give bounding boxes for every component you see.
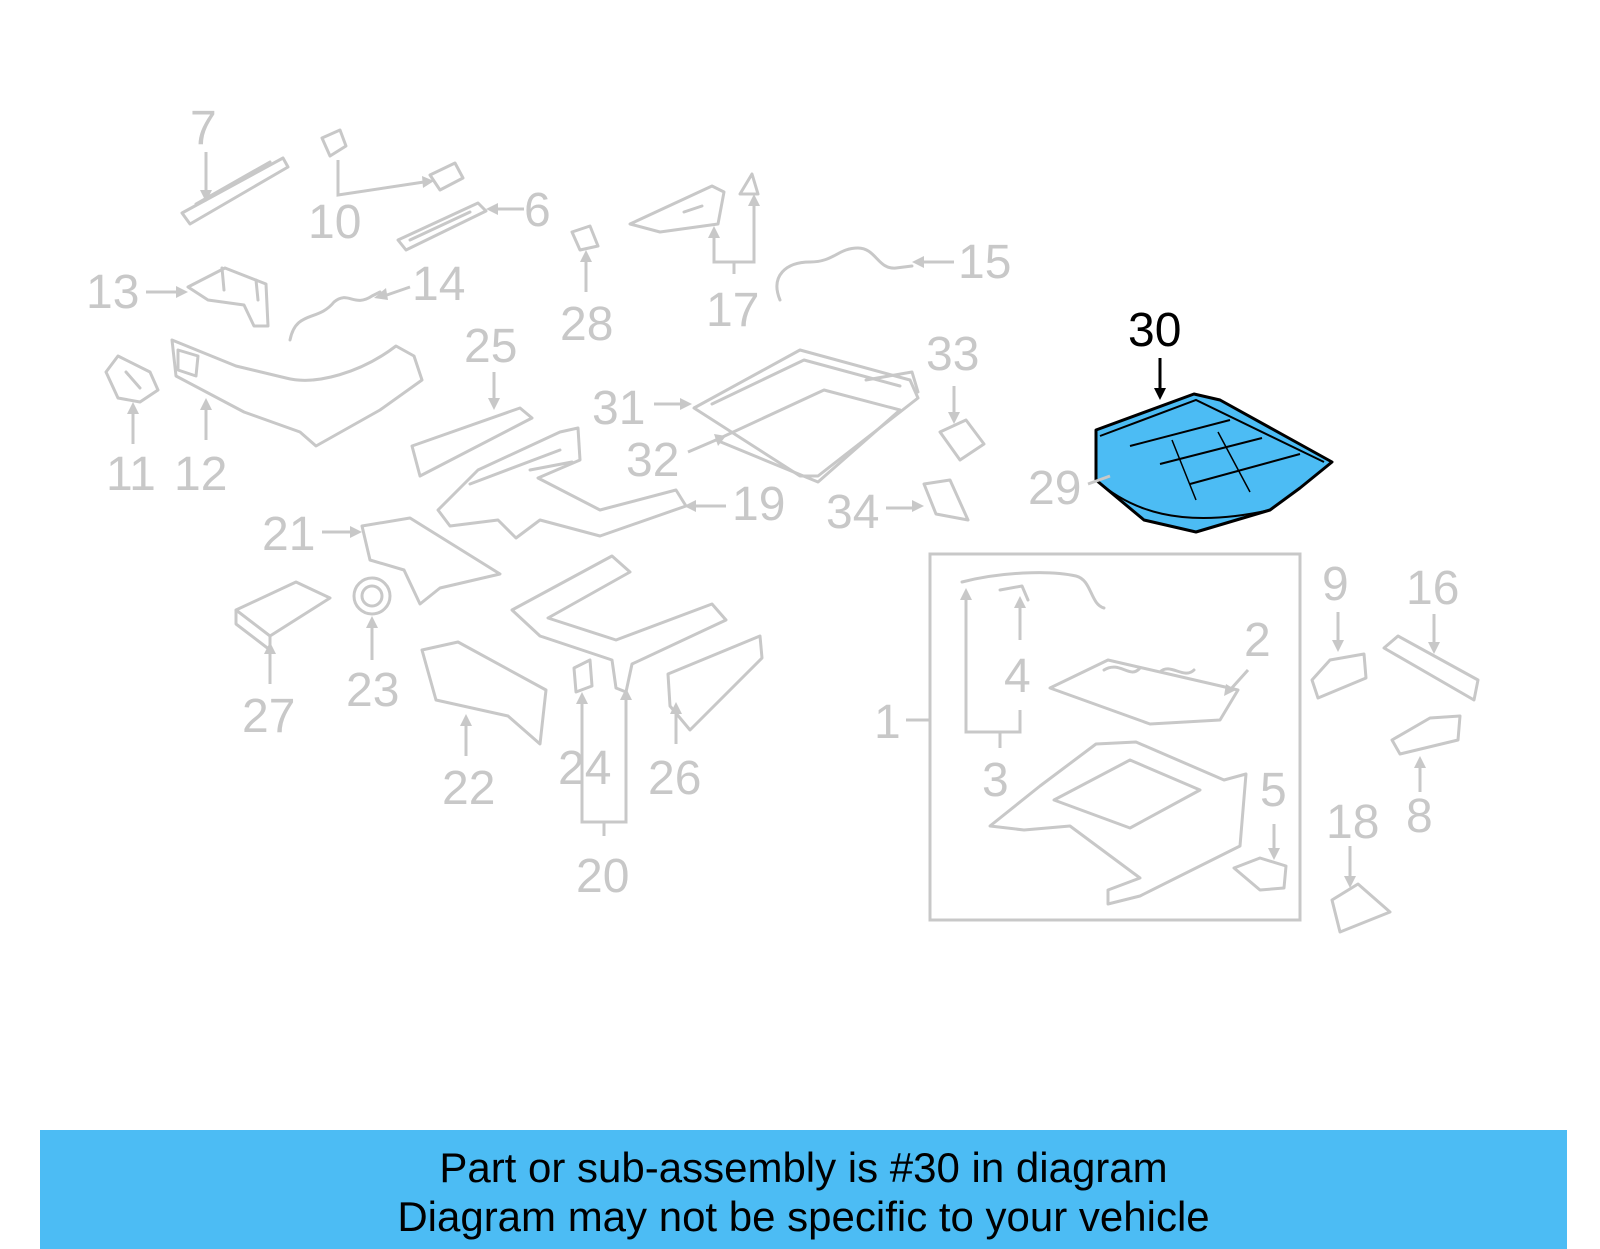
part-33-module xyxy=(938,418,986,462)
callout-4: 4 xyxy=(1004,650,1031,703)
part-27-tray xyxy=(234,580,332,652)
callout-7: 7 xyxy=(190,102,217,155)
callout-8: 8 xyxy=(1406,790,1433,843)
part-18-trim xyxy=(1330,882,1392,934)
part-19-frame xyxy=(436,426,688,540)
part-12-side-panel xyxy=(170,338,424,448)
part-7-rail xyxy=(180,156,290,226)
part-5-motor xyxy=(1232,856,1288,892)
callout-33: 33 xyxy=(926,328,979,381)
part-17-cover xyxy=(628,184,726,234)
callout-26: 26 xyxy=(648,752,701,805)
callout-13: 13 xyxy=(86,266,139,319)
callout-17: 17 xyxy=(706,284,759,337)
callout-5: 5 xyxy=(1260,764,1287,817)
callout-24: 24 xyxy=(558,742,611,795)
callout-15: 15 xyxy=(958,236,1011,289)
callout-19: 19 xyxy=(732,478,785,531)
part-30-seat-cushion xyxy=(1094,392,1334,534)
part-14-cable xyxy=(288,290,382,342)
callout-1: 1 xyxy=(874,696,901,749)
caption-bar: Part or sub-assembly is #30 in diagram D… xyxy=(40,1130,1567,1249)
part-8-cover xyxy=(1390,714,1462,756)
part-21-shield xyxy=(360,516,502,606)
callout-32: 32 xyxy=(626,434,679,487)
callout-22: 22 xyxy=(442,762,495,815)
part-10-clip-lower xyxy=(428,161,465,192)
part-16-rail-cover xyxy=(1382,634,1480,702)
part-23-grommet xyxy=(352,576,392,616)
part-26-cover xyxy=(666,634,764,732)
callout-25: 25 xyxy=(464,320,517,373)
part-17-knob xyxy=(738,172,760,196)
callout-27: 27 xyxy=(242,690,295,743)
part-31-frame xyxy=(692,348,920,478)
part-20-track xyxy=(510,554,728,694)
callout-34: 34 xyxy=(826,486,879,539)
subassembly-box xyxy=(928,552,1302,922)
part-11-cover xyxy=(104,354,160,404)
part-25-grille xyxy=(410,406,534,478)
callout-9: 9 xyxy=(1322,558,1349,611)
part-10-clip-upper xyxy=(320,128,348,158)
part-28-switch xyxy=(570,224,600,252)
arrow-30 xyxy=(1154,388,1166,400)
caption-line-1: Part or sub-assembly is #30 in diagram xyxy=(439,1144,1168,1191)
part-22-trim xyxy=(420,640,548,746)
part-9-cover xyxy=(1310,652,1368,700)
callout-29: 29 xyxy=(1028,462,1081,515)
callout-16: 16 xyxy=(1406,562,1459,615)
callout-10: 10 xyxy=(308,196,361,249)
part-3-seat-base xyxy=(988,740,1248,906)
callout-20: 20 xyxy=(576,850,629,903)
callout-18: 18 xyxy=(1326,796,1379,849)
callout-12: 12 xyxy=(174,448,227,501)
callout-11: 11 xyxy=(106,448,156,501)
part-6-trim xyxy=(396,201,488,252)
callout-30: 30 xyxy=(1128,304,1181,357)
callout-6: 6 xyxy=(524,184,551,237)
part-15-harness xyxy=(775,246,914,302)
callout-31: 31 xyxy=(592,382,645,435)
part-32-pad xyxy=(714,388,902,484)
callout-3: 3 xyxy=(982,754,1009,807)
callout-21: 21 xyxy=(262,508,315,561)
part-24-clip xyxy=(572,658,594,694)
callout-2: 2 xyxy=(1244,614,1271,667)
callout-28: 28 xyxy=(560,298,613,351)
part-13-bracket xyxy=(186,266,270,328)
callout-14: 14 xyxy=(412,258,465,311)
callout-23: 23 xyxy=(346,664,399,717)
part-34-bracket xyxy=(922,478,970,522)
part-2-heater-mat xyxy=(1048,658,1240,726)
part-4-cable xyxy=(960,571,1106,610)
caption-line-2: Diagram may not be specific to your vehi… xyxy=(397,1193,1210,1240)
